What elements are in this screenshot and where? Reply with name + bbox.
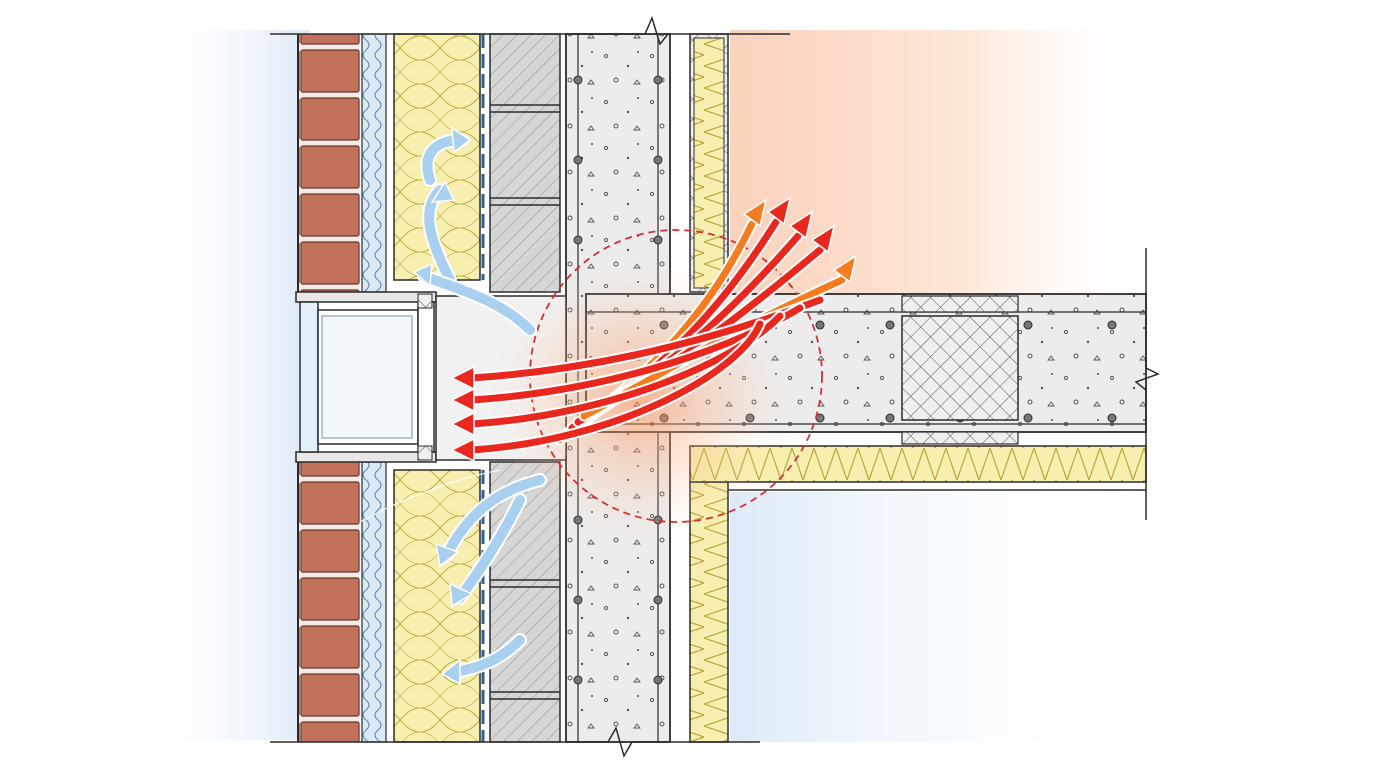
cold-flow-arrow-exterior	[359, 469, 501, 523]
warm-heat-flows	[450, 196, 858, 463]
break-lines	[270, 15, 1160, 758]
cold-flow-arrow	[420, 126, 472, 187]
cold-flow-arrow	[440, 633, 527, 686]
thermal-bridge-glow	[490, 260, 790, 540]
cold-flow-arrow	[435, 473, 547, 568]
heat-flow-arrow-left	[450, 318, 766, 463]
brick-outer-leaf	[297, 34, 360, 742]
cold-flow-arrow	[449, 493, 527, 608]
interior-warm-zone	[730, 30, 1150, 295]
cold-flow-arrow	[422, 180, 457, 287]
cold-escape-flows	[359, 126, 547, 686]
exterior-cold-zone	[140, 30, 310, 740]
lower-room-zone	[730, 492, 1150, 742]
thermal-break-block	[901, 295, 1019, 445]
cold-flow-arrow	[412, 262, 537, 337]
cavity-membrane	[361, 33, 387, 743]
